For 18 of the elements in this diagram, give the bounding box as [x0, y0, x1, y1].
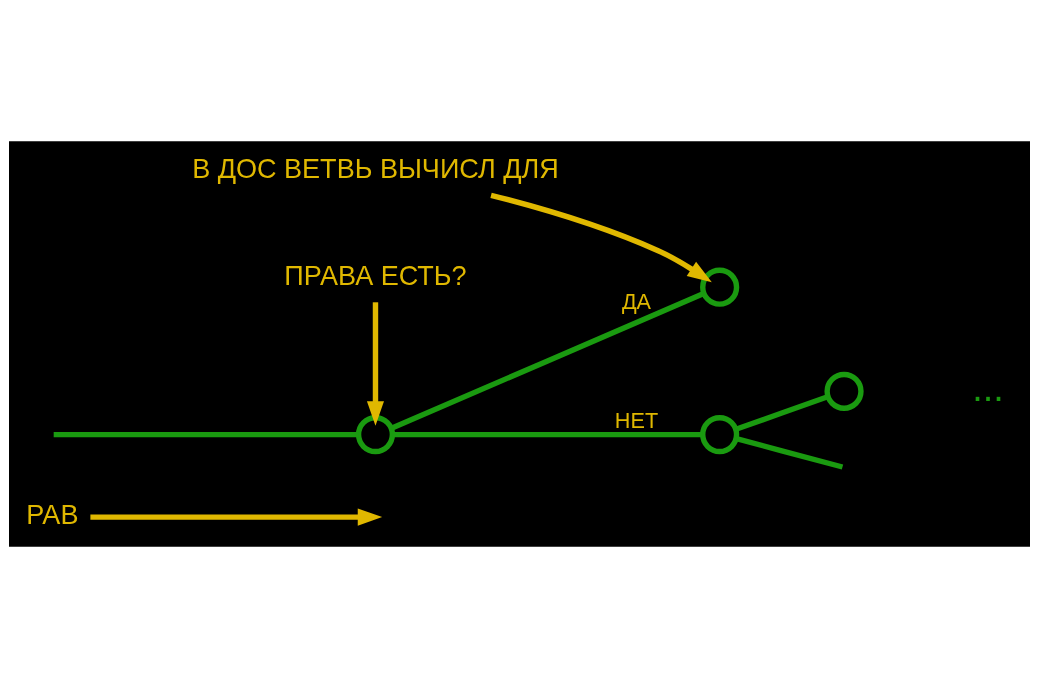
arrow [489, 192, 712, 283]
node-circle [699, 267, 739, 307]
edge-label: НЕТ [614, 407, 658, 433]
node-text: РАВ [25, 499, 78, 530]
edge-label: ДА [621, 288, 651, 314]
arrow [89, 508, 382, 526]
connector [735, 436, 843, 470]
connector [734, 394, 829, 432]
label: ... [971, 366, 1004, 409]
connector [391, 431, 703, 438]
connector [53, 431, 358, 438]
node-text: ПРАВА ЕСТЬ? [283, 260, 467, 291]
node-text: В ДОС ВЕТВЬ ВЫЧИСЛ ДЛЯ [191, 153, 559, 184]
node-circle [823, 371, 864, 411]
node-circle [699, 415, 739, 455]
connector [389, 291, 705, 431]
node-circle [355, 415, 395, 455]
arrow [366, 302, 384, 426]
